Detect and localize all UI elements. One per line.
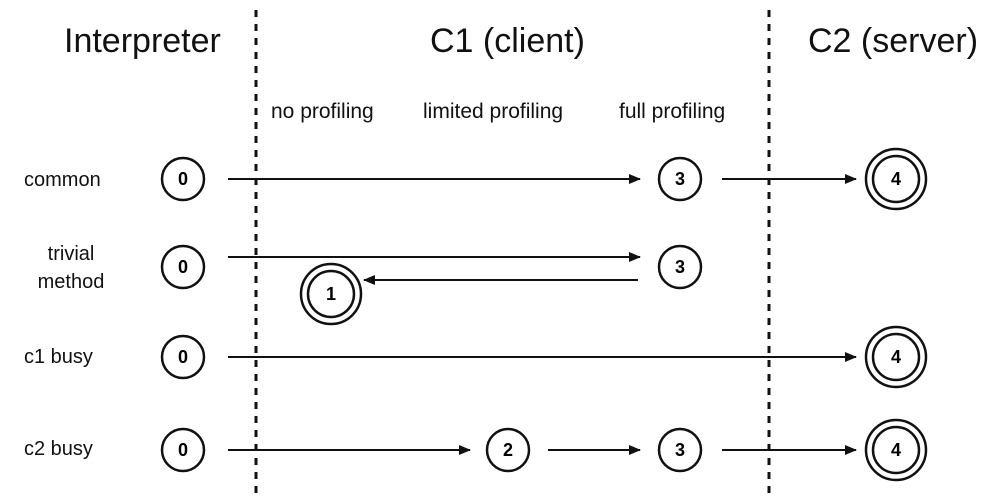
svg-text:4: 4 <box>891 347 901 367</box>
row-trivial-method: 0 3 1 <box>160 244 703 326</box>
svg-text:3: 3 <box>675 169 685 189</box>
node-common-level-4-final: 4 <box>864 147 928 211</box>
node-trivial-level-3: 3 <box>657 244 703 290</box>
svg-text:3: 3 <box>675 440 685 460</box>
node-trivial-level-0: 0 <box>160 244 206 290</box>
node-common-level-3: 3 <box>657 156 703 202</box>
node-trivial-level-1-final: 1 <box>299 262 363 326</box>
svg-text:0: 0 <box>178 169 188 189</box>
row-label-c2-busy: c2 busy <box>24 438 93 460</box>
subheader-no-profiling: no profiling <box>271 100 374 123</box>
svg-text:4: 4 <box>891 169 901 189</box>
column-title-c1: C1 (client) <box>430 22 585 60</box>
svg-text:0: 0 <box>178 347 188 367</box>
svg-text:0: 0 <box>178 257 188 277</box>
subheader-limited-profiling: limited profiling <box>423 100 564 123</box>
row-label-trivial-method: trivial method <box>26 240 116 296</box>
svg-text:4: 4 <box>891 440 901 460</box>
row-c1-busy: 0 4 <box>160 325 928 389</box>
svg-text:0: 0 <box>178 440 188 460</box>
node-c2busy-level-0: 0 <box>160 427 206 473</box>
svg-text:1: 1 <box>326 284 336 304</box>
row-label-common: common <box>24 169 101 191</box>
svg-text:2: 2 <box>503 440 513 460</box>
row-label-trivial-line2: method <box>37 271 105 293</box>
svg-text:3: 3 <box>675 257 685 277</box>
row-c2-busy: 0 2 3 4 <box>160 418 928 482</box>
row-label-c1-busy: c1 busy <box>24 346 93 368</box>
subheader-full-profiling: full profiling <box>619 100 726 123</box>
node-c2busy-level-3: 3 <box>657 427 703 473</box>
row-common: 0 3 4 <box>160 147 928 211</box>
node-c1busy-level-0: 0 <box>160 334 206 380</box>
node-c1busy-level-4-final: 4 <box>864 325 928 389</box>
column-title-interpreter: Interpreter <box>64 22 221 60</box>
column-title-c2: C2 (server) <box>808 22 979 60</box>
node-c2busy-level-4-final: 4 <box>864 418 928 482</box>
node-c2busy-level-2: 2 <box>485 427 531 473</box>
row-label-trivial-line1: trivial <box>47 243 95 265</box>
node-common-level-0: 0 <box>160 156 206 202</box>
